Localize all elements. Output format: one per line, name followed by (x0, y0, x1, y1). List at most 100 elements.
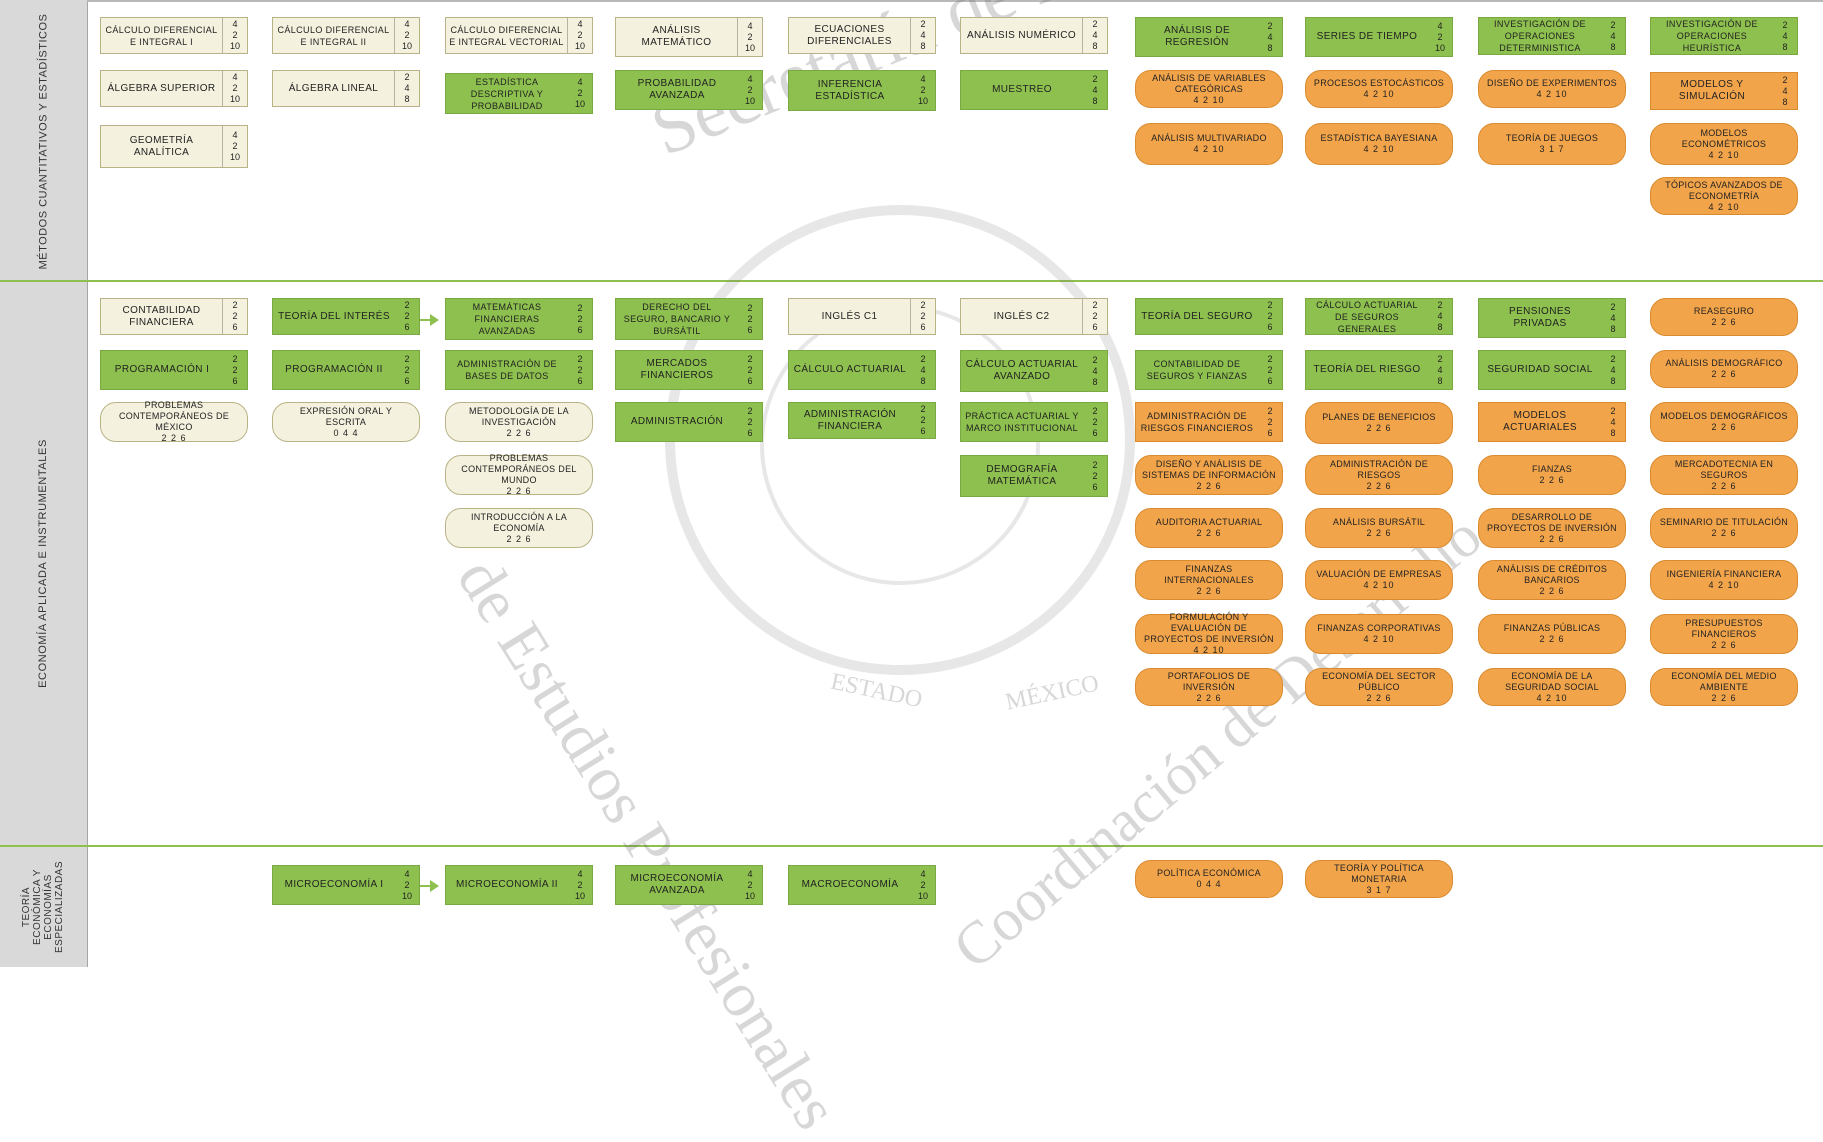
credit-value: 10 (574, 41, 585, 51)
credit-value: 4 (404, 83, 410, 93)
credit-value: 4 (1437, 20, 1443, 31)
course-credits: 2 2 6 (1539, 585, 1565, 596)
course-name: MERCADOS FINANCIEROS (640, 358, 714, 381)
course-credits: 4 2 10 (1193, 144, 1225, 154)
credit-value: 4 (1092, 30, 1098, 40)
credit-value: 8 (1092, 376, 1098, 387)
course-name: ÁLGEBRA SUPERIOR (107, 82, 216, 94)
course-name: MICROECONOMÍA AVANZADA (630, 873, 724, 896)
credit-value: 2 (1092, 19, 1098, 29)
credit-value: 2 (747, 84, 753, 95)
course-credits: 2 2 6 (1196, 692, 1222, 703)
course-credits: 2 2 6 (1539, 475, 1565, 485)
credit-value: 8 (1610, 41, 1616, 52)
course-name: ANÁLISIS DE CRÉDITOS BANCARIOS (1496, 563, 1608, 585)
course-name: INVESTIGACIÓN DE OPERACIONES DETERMINIST… (1494, 19, 1586, 53)
course-credits: 2 2 6 (506, 427, 532, 438)
course-name: FORMULACIÓN Y EVALUACIÓN DE PROYECTOS DE… (1144, 612, 1274, 644)
credit-value: 10 (744, 42, 755, 53)
credit-value: 2 (1267, 416, 1273, 427)
credit-value: 8 (1437, 375, 1443, 386)
course-credits: 2 2 6 (1711, 639, 1737, 650)
credit-value: 2 (232, 311, 238, 321)
credit-value: 8 (920, 41, 926, 51)
course-name: REASEGURO (1693, 306, 1755, 316)
course-credits: 4 2 10 (1363, 144, 1395, 154)
credit-value: 2 (1437, 31, 1443, 42)
course-name: ADMINISTRACIÓN DE RIESGOS (1329, 458, 1429, 480)
course-name: PROCESOS ESTOCÁSTICOS (1313, 78, 1445, 88)
credit-value: 6 (1092, 427, 1098, 438)
course-credits: 2 2 6 (1196, 528, 1222, 538)
credit-value: 2 (577, 353, 583, 364)
course-name: PLANES DE BENEFICIOS (1322, 412, 1436, 422)
course-name: SERIES DE TIEMPO (1316, 31, 1418, 42)
course-name: POLÍTICA ECONÓMICA (1157, 868, 1261, 878)
credit-value: 2 (747, 405, 753, 416)
course-name: CONTABILIDAD FINANCIERA (122, 304, 201, 328)
course-credits: 2 2 6 (1711, 317, 1737, 327)
course-name: PRÁCTICA ACTUARIAL Y MARCO INSTITUCIONAL (965, 411, 1079, 433)
credit-value: 4 (920, 364, 926, 375)
credit-value: 6 (232, 322, 238, 332)
credit-value: 4 (1437, 364, 1443, 375)
row-separator (0, 845, 1823, 847)
course-credits: 3 1 7 (1366, 884, 1392, 895)
credit-value: 2 (1267, 364, 1273, 375)
course-name: CÁLCULO ACTUARIAL DE SEGUROS GENERALES (1316, 299, 1418, 334)
course-name: ANÁLISIS DE REGRESIÓN (1163, 25, 1231, 48)
credit-value: 6 (577, 324, 583, 335)
course-name: CONTABILIDAD DE SEGUROS Y FIANZAS (1146, 359, 1248, 381)
credit-value: 2 (920, 879, 926, 890)
course-calculo-diferencial-e-integral-vectorial: CÁLCULO DIFERENCIAL E INTEGRAL VECTORIAL… (445, 17, 593, 54)
credit-value: 2 (1437, 300, 1443, 310)
course-name: CÁLCULO DIFERENCIAL E INTEGRAL II (277, 24, 390, 47)
credit-value: 2 (404, 879, 410, 890)
course-credits: 2 2 6 (1711, 528, 1737, 538)
credit-value: 2 (1092, 416, 1098, 427)
credit-value: 10 (229, 152, 240, 162)
course-practica-actuarial-y-marco-institucional: PRÁCTICA ACTUARIAL Y MARCO INSTITUCIONAL… (960, 402, 1108, 442)
credit-value: 4 (1782, 85, 1788, 96)
credit-value: 8 (1610, 323, 1616, 334)
row-label-text: TEORÍA ECONÓMICA Y ECONOMÍAS ESPECIALIZA… (21, 860, 66, 954)
credit-value: 2 (747, 416, 753, 427)
row-label-text: ECONOMÍA APLICADA E INSTRUMENTALES (37, 439, 49, 688)
course-name: ADMINISTRACIÓN (630, 416, 724, 427)
